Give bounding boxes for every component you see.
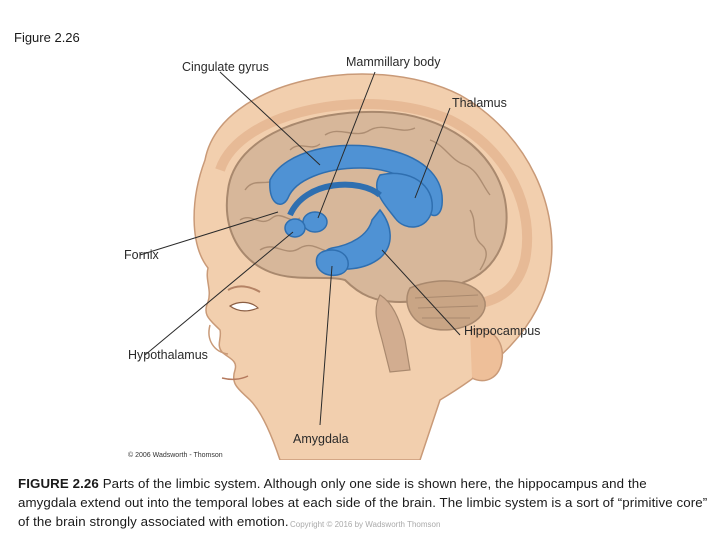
figure-label: Figure 2.26 bbox=[14, 30, 80, 45]
label-amygdala: Amygdala bbox=[293, 432, 349, 446]
eye bbox=[228, 301, 260, 312]
thalamus-shape bbox=[375, 172, 433, 228]
label-hypothalamus: Hypothalamus bbox=[128, 348, 208, 362]
brainstem bbox=[375, 294, 411, 373]
label-thalamus: Thalamus bbox=[452, 96, 507, 110]
cerebellum bbox=[406, 280, 486, 331]
watermark: Copyright © 2016 by Wadsworth Thomson bbox=[290, 520, 441, 529]
copyright-notice: © 2006 Wadsworth - Thomson bbox=[128, 452, 223, 459]
fornix-arc bbox=[287, 181, 382, 217]
limbic-system-illustration bbox=[139, 71, 553, 460]
hypothalamus-shape bbox=[284, 218, 306, 238]
caption-lead: FIGURE 2.26 bbox=[18, 476, 99, 491]
leader-lines bbox=[139, 71, 461, 426]
mammillary-body-shape bbox=[302, 211, 328, 233]
label-cingulate-gyrus: Cingulate gyrus bbox=[182, 60, 269, 74]
caption-text: Parts of the limbic system. Although onl… bbox=[18, 476, 708, 529]
mouth bbox=[221, 375, 249, 381]
skull-outline bbox=[215, 99, 533, 310]
label-fornix: Fornix bbox=[124, 248, 159, 262]
figure-caption: FIGURE 2.26 Parts of the limbic system. … bbox=[18, 474, 708, 531]
label-hippocampus: Hippocampus bbox=[464, 324, 541, 338]
amygdala-shape bbox=[315, 249, 349, 277]
nose bbox=[208, 324, 229, 355]
ear bbox=[469, 328, 504, 382]
label-mammillary-body: Mammillary body bbox=[346, 55, 441, 69]
eyebrow bbox=[227, 285, 261, 293]
limbic-system bbox=[269, 144, 443, 277]
